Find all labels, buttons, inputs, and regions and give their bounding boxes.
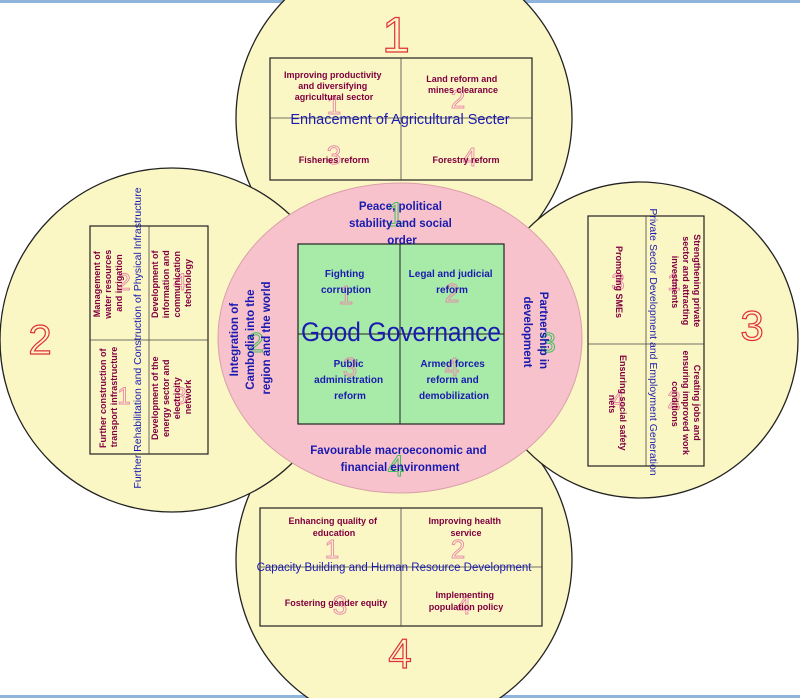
gov-cell3: Public administration reform [314,359,386,402]
rect2-cell4-number: 4 [173,269,186,296]
rect1-cell2: Land reform and mines clearance [426,74,500,95]
integration-number: 2 [248,327,264,358]
rect3-theme: Private Sector Development and Employmen… [647,208,659,475]
rect1-cell4: Forestry reform [432,155,499,165]
rect4-cell3: Fostering gender equity [285,598,388,608]
macro-number: 4 [388,450,405,483]
rect3-cell1: Strengthening private sector and attract… [670,234,702,330]
rect4-cell3-number: 3 [333,590,347,620]
rect1-cell1: Improving productivity and diversifying … [284,70,384,102]
rect3-number: 3 [740,302,763,349]
partnership-label: Partnership in development [521,292,549,373]
good-governance-title: Good Governance [301,317,501,347]
integration-label: Integration of Cambodia into the region … [229,281,273,394]
rect4-cell2-number: 2 [451,534,465,564]
gov-cell1: Fighting corruption [321,269,371,296]
rect4-cell1: Enhancing quality of education [288,516,379,538]
rect2-number: 2 [28,316,51,363]
rect3-cell4-number: 4 [611,387,624,414]
rect2-cell1-number: 1 [117,383,130,410]
rect1-cell2-number: 2 [451,84,465,114]
gov-cell4: Armed forces reform and demobilization [419,359,489,402]
rect3-cell3-number: 3 [611,269,624,296]
rect3-cell1-number: 1 [667,269,680,296]
rect1-cell1-number: 1 [327,90,341,120]
gov-cell2: Legal and judicial reform [409,269,496,296]
rect1-cell4-number: 4 [463,142,477,172]
rect2-theme: Further Rehabilitation and Construction … [132,187,144,488]
rect4-cell4: Implementing population policy [429,590,504,612]
gov-cell1-number: 1 [339,280,353,310]
rect3-cell2: Creating jobs and ensuring improved work… [670,350,702,457]
rect4-cell4-number: 4 [457,590,471,620]
rect1-number: 1 [382,7,410,63]
rect4-number: 4 [388,630,411,677]
rect3-cell4: Ensuring social safety nets [607,355,628,453]
rect1-cell3-number: 3 [327,140,341,170]
gov-cell3-number: 3 [343,352,357,382]
rect2-cell3: Development of the energy sector and ele… [150,354,193,440]
peace-label: Peace, political stability and social or… [349,201,455,247]
gov-cell2-number: 2 [445,278,459,308]
rect2-cell4: Development of information and communica… [150,248,193,319]
rect3-cell3: Promoting SMEs [614,246,624,318]
rect2-watermarks: 1 2 3 4 [117,269,187,411]
rect4-theme: Capacity Building and Human Resource Dev… [257,562,533,574]
rect3-cell2-number: 2 [667,387,680,414]
gov-cell4-number: 4 [445,352,459,382]
rect2-cell3-number: 3 [173,383,186,410]
rect2-cell1: Further construction of transport infras… [98,346,119,448]
rect3-watermarks: 1 2 3 4 [611,269,681,415]
macro-label: Favourable macroeconomic and financial e… [310,445,490,474]
partnership-number: 3 [540,327,556,358]
rect2-cell2: Management of water resources and irriga… [92,247,124,320]
peace-number: 1 [387,196,406,234]
rect2-cell2-number: 2 [117,269,130,296]
rect1-cell3: Fisheries reform [299,155,370,165]
rect4-cell1-number: 1 [325,534,339,564]
rect1-theme: Enhacement of Agricultural Secter [290,112,509,128]
rect4-cell2: Improving health service [428,516,503,538]
